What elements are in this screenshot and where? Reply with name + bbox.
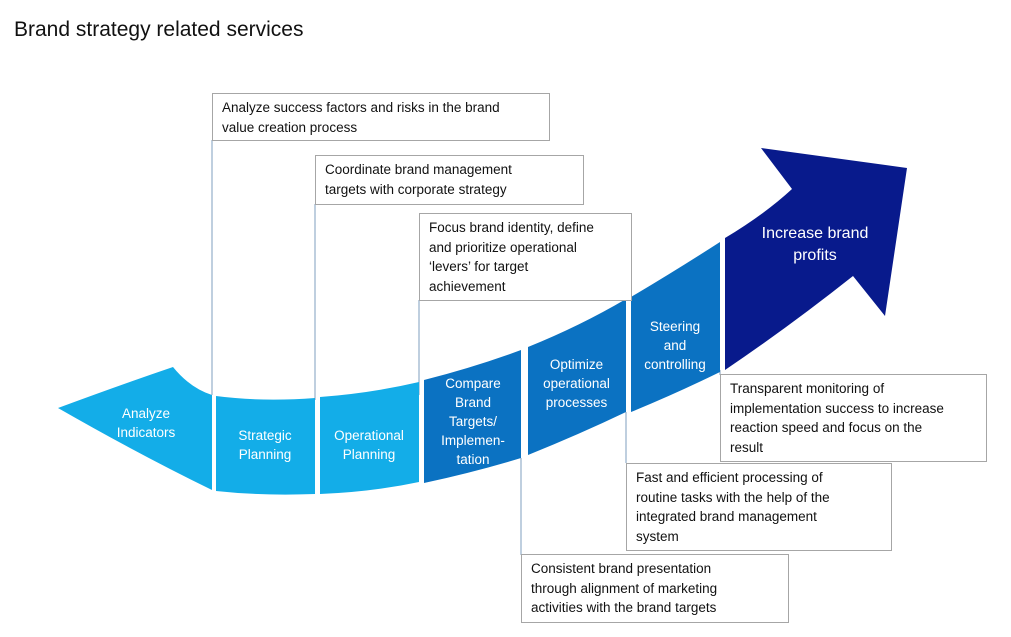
callout-increase-profits: Transparent monitoring of implementation…: [720, 374, 987, 462]
goal-increase-profits-shape: [725, 148, 907, 370]
step-label-analyze-indicators: Analyze Indicators: [116, 406, 176, 440]
step-label-steering-controlling: Steering and controlling: [644, 318, 706, 372]
callout-strategic-planning: Analyze success factors and risks in the…: [212, 93, 550, 141]
step-label-compare-targets: Compare Brand Targets/ Implemen- tation: [441, 375, 505, 467]
connector-lines: [211, 140, 721, 555]
callout-optimize-processes: Consistent brand presentation through al…: [521, 554, 789, 623]
step-label-operational-planning: Operational Planning: [334, 428, 404, 462]
step-label-strategic-planning: Strategic Planning: [238, 428, 292, 462]
callout-steering-controlling: Fast and efficient processing of routine…: [626, 463, 892, 551]
step-steering-controlling-shape: [631, 242, 720, 412]
step-operational-planning-shape: [320, 382, 419, 494]
step-label-optimize-processes: Optimize operational processes: [543, 356, 610, 410]
step-strategic-planning-shape: [216, 396, 315, 495]
page-title: Brand strategy related services: [14, 18, 304, 41]
step-optimize-processes-shape: [528, 299, 626, 455]
step-compare-targets-shape: [424, 350, 521, 483]
callout-operational-planning: Coordinate brand management targets with…: [315, 155, 584, 205]
callout-compare-targets: Focus brand identity, define and priorit…: [419, 213, 632, 301]
step-analyze-indicators-shape: [58, 367, 212, 490]
goal-label-increase-profits: Increase brand profits: [761, 225, 869, 264]
